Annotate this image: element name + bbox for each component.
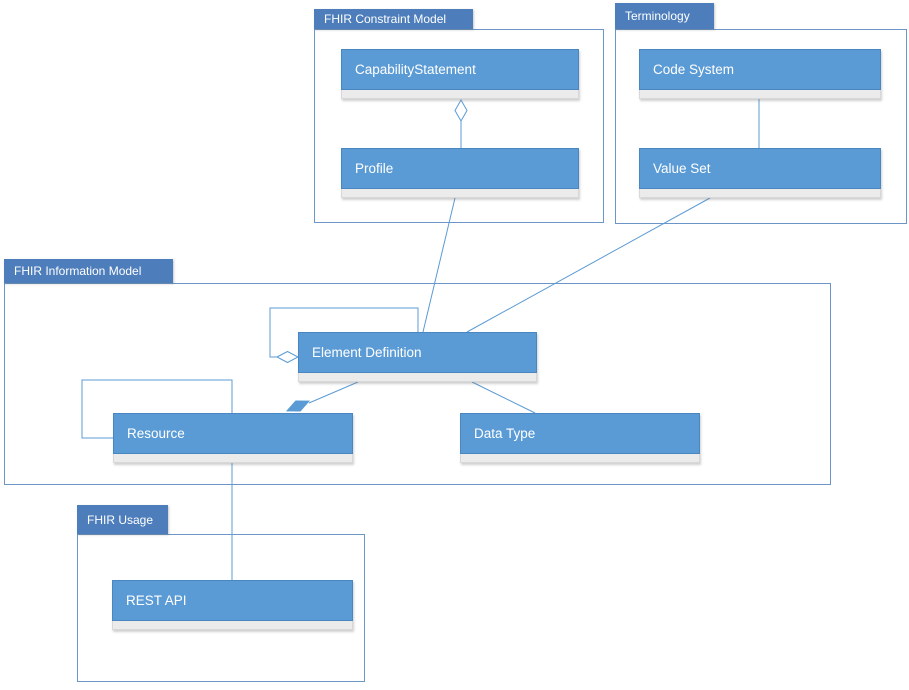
class-profile-label: Profile	[355, 161, 394, 176]
package-fhir-constraint-model-tab: FHIR Constraint Model	[314, 9, 473, 29]
package-fhir-usage-tab: FHIR Usage	[77, 505, 168, 534]
class-data-type: Data Type	[460, 413, 700, 463]
class-element-definition-compartment	[298, 373, 537, 382]
package-fhir-constraint-model-label: FHIR Constraint Model	[324, 12, 447, 26]
class-value-set-title: Value Set	[639, 148, 881, 189]
package-fhir-information-model-label: FHIR Information Model	[14, 264, 142, 278]
class-element-definition-label: Element Definition	[312, 345, 422, 360]
package-terminology-label: Terminology	[625, 9, 690, 23]
class-rest-api-compartment	[112, 621, 353, 630]
class-value-set-compartment	[639, 189, 881, 198]
class-code-system-compartment	[639, 90, 881, 99]
package-fhir-usage-body	[77, 534, 365, 682]
class-code-system: Code System	[639, 49, 881, 99]
class-capability-statement-title: CapabilityStatement	[341, 49, 579, 90]
class-data-type-title: Data Type	[460, 413, 700, 454]
class-resource-label: Resource	[127, 426, 185, 441]
class-resource-title: Resource	[113, 413, 353, 454]
class-code-system-label: Code System	[653, 62, 735, 77]
class-data-type-label: Data Type	[474, 426, 536, 441]
package-fhir-information-model-body	[4, 283, 831, 485]
package-fhir-usage-label: FHIR Usage	[87, 512, 154, 527]
class-rest-api-label: REST API	[126, 593, 187, 608]
class-element-definition-title: Element Definition	[298, 332, 537, 373]
class-data-type-compartment	[460, 454, 700, 463]
package-terminology-body	[615, 29, 907, 224]
class-rest-api-title: REST API	[112, 580, 353, 621]
class-capability-statement-compartment	[341, 90, 579, 99]
class-element-definition: Element Definition	[298, 332, 537, 382]
class-resource: Resource	[113, 413, 353, 463]
class-value-set-label: Value Set	[653, 161, 711, 176]
class-capability-statement-label: CapabilityStatement	[355, 62, 476, 77]
class-capability-statement: CapabilityStatement	[341, 49, 579, 99]
class-resource-compartment	[113, 454, 353, 463]
package-terminology-tab: Terminology	[615, 3, 714, 29]
class-code-system-title: Code System	[639, 49, 881, 90]
class-rest-api: REST API	[112, 580, 353, 630]
class-profile: Profile	[341, 148, 579, 198]
package-fhir-constraint-model-body	[314, 29, 604, 223]
package-fhir-information-model-tab: FHIR Information Model	[4, 259, 173, 283]
class-value-set: Value Set	[639, 148, 881, 198]
class-profile-compartment	[341, 189, 579, 198]
class-profile-title: Profile	[341, 148, 579, 189]
